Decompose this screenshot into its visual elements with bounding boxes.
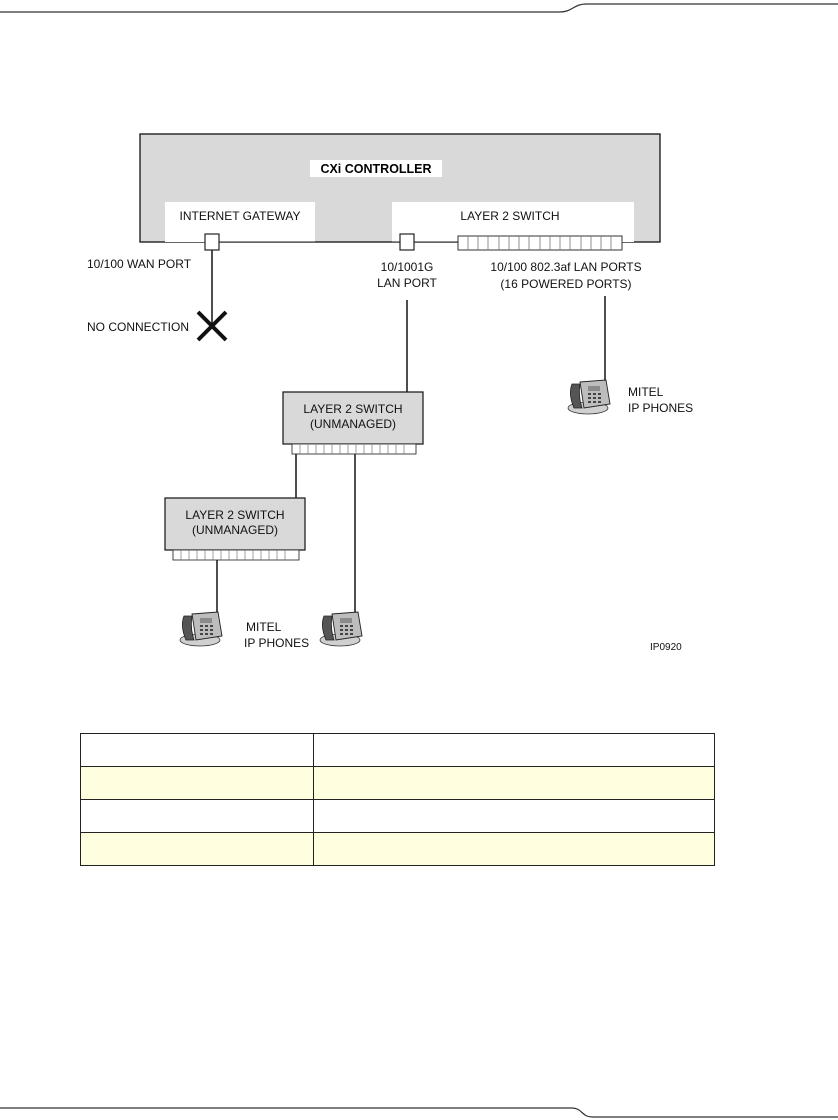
config-table — [80, 733, 715, 866]
switch-a-label-1: LAYER 2 SWITCH — [303, 402, 402, 416]
table-row — [80, 799, 715, 833]
table-cell — [313, 766, 715, 800]
switch-a-ports — [291, 443, 417, 455]
wan-port-label: 10/100 WAN PORT — [87, 257, 192, 271]
lan-port-label-2: LAN PORT — [377, 276, 437, 290]
table-row — [80, 832, 715, 866]
table-cell — [313, 832, 715, 866]
no-connection-icon — [196, 310, 228, 342]
table-cell — [313, 733, 715, 767]
table-cell — [80, 832, 314, 866]
switch-b-ports — [172, 549, 300, 561]
phones-right-label-2: IP PHONES — [628, 401, 693, 415]
phones-bottom-label-1: MITEL — [246, 620, 282, 634]
network-diagram: CXi CONTROLLER INTERNET GATEWAY LAYER 2 … — [87, 133, 694, 653]
powered-lan-ports — [457, 235, 623, 251]
phones-right-label-1: MITEL — [628, 385, 664, 399]
wan-port — [204, 233, 220, 251]
header-rule — [0, 3, 838, 13]
internet-gateway-label: INTERNET GATEWAY — [180, 209, 301, 223]
internal-switch-label: LAYER 2 SWITCH — [460, 209, 559, 223]
table-cell — [313, 799, 715, 833]
controller-title-bg — [310, 160, 442, 177]
lan-ports-label-2: (16 POWERED PORTS) — [500, 277, 631, 291]
figure-id: IP0920 — [650, 642, 682, 653]
ip-phone-icon — [319, 611, 363, 647]
switch-b-label-1: LAYER 2 SWITCH — [185, 508, 284, 522]
ip-phone-icon — [179, 611, 223, 647]
switch-a-label-2: (UNMANAGED) — [310, 417, 396, 431]
phones-bottom-label-2: IP PHONES — [244, 636, 309, 650]
table-cell — [80, 799, 314, 833]
switch-unmanaged-b — [164, 497, 306, 551]
table-row — [80, 733, 715, 767]
lan-port-label-1: 10/1001G — [381, 260, 434, 274]
switch-unmanaged-a — [282, 391, 424, 445]
lan-port — [399, 233, 415, 251]
no-connection-label: NO CONNECTION — [87, 320, 189, 334]
table-cell — [80, 766, 314, 800]
internal-switch-block — [392, 202, 634, 242]
controller-title: CXi CONTROLLER — [320, 162, 431, 176]
lan-ports-label-1: 10/100 802.3af LAN PORTS — [490, 260, 641, 274]
internet-gateway-block — [165, 202, 315, 242]
table-row — [80, 766, 715, 800]
ip-phone-icon — [567, 379, 611, 415]
switch-b-label-2: (UNMANAGED) — [192, 523, 278, 537]
table-cell — [80, 733, 314, 767]
